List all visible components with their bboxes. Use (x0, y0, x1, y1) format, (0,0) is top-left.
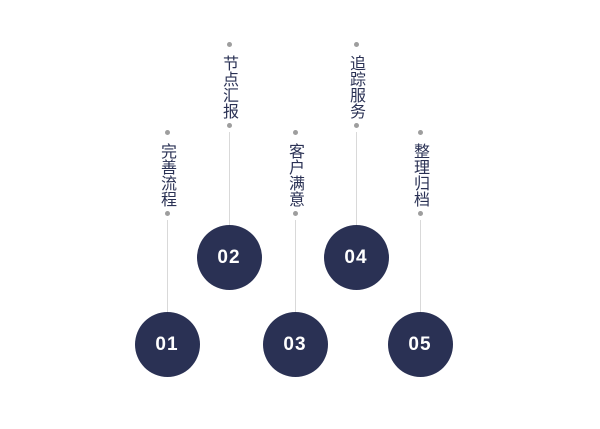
step-number: 01 (155, 333, 179, 355)
top-dot-icon (226, 42, 232, 47)
connector-line (355, 132, 357, 225)
bottom-dot-icon (292, 211, 298, 216)
step-number: 04 (344, 246, 368, 268)
step-label: 节点汇报 (220, 55, 239, 119)
connector-line (419, 220, 421, 312)
step-column-4: 追踪服务 04 (323, 42, 389, 290)
top-dot-icon (292, 130, 298, 135)
top-dot-icon (353, 42, 359, 47)
top-dot-icon (164, 130, 170, 135)
step-number-badge: 01 (134, 312, 200, 377)
step-number: 02 (217, 246, 241, 268)
bottom-dot-icon (226, 123, 232, 128)
step-label: 追踪服务 (347, 55, 366, 119)
connector-line (228, 132, 230, 225)
top-dot-icon (417, 130, 423, 135)
step-number: 03 (283, 333, 307, 355)
step-column-1: 完善流程 01 (134, 130, 200, 377)
bottom-dot-icon (164, 211, 170, 216)
bottom-dot-icon (353, 123, 359, 128)
bottom-dot-icon (417, 211, 423, 216)
step-column-3: 客户满意 03 (262, 130, 328, 377)
step-number: 05 (408, 333, 432, 355)
step-number-badge: 05 (387, 312, 453, 377)
connector-line (294, 220, 296, 312)
step-column-2: 节点汇报 02 (196, 42, 262, 290)
step-number-badge: 02 (196, 225, 262, 290)
connector-line (166, 220, 168, 312)
step-label: 整理归档 (411, 143, 430, 207)
step-number-badge: 04 (323, 225, 389, 290)
step-column-5: 整理归档 05 (387, 130, 453, 377)
step-number-badge: 03 (262, 312, 328, 377)
step-label: 完善流程 (158, 143, 177, 207)
step-label: 客户满意 (286, 143, 305, 207)
